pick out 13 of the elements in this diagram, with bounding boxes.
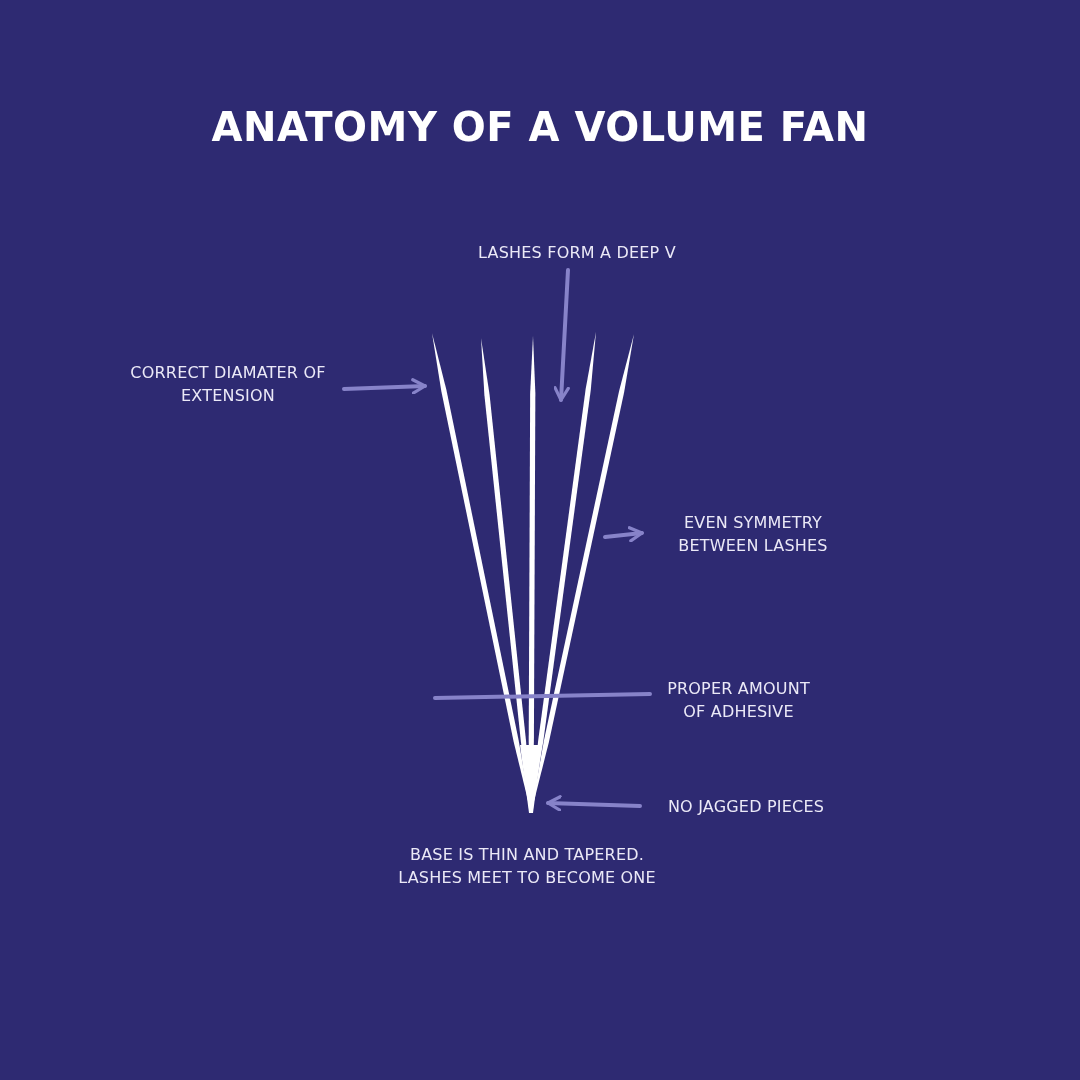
title: ANATOMY OF A VOLUME FAN (210, 104, 870, 150)
callout-text: CORRECT DIAMATER OF EXTENSION (106, 361, 350, 407)
arrow (603, 526, 644, 543)
arrow (342, 378, 427, 395)
callout-text: LASHES FORM A DEEP V (444, 241, 710, 264)
lash-fan-drawing (432, 332, 634, 813)
callout-text: PROPER AMOUNT OF ADHESIVE (656, 677, 821, 723)
note-text: BASE IS THIN AND TAPERED. LASHES MEET TO BECOME ONE (397, 844, 657, 889)
leader-line (433, 692, 652, 700)
callout-text: EVEN SYMMETRY BETWEEN LASHES (648, 511, 858, 557)
arrow (546, 795, 642, 812)
arrow (553, 268, 570, 402)
callout-text: NO JAGGED PIECES (646, 795, 846, 818)
